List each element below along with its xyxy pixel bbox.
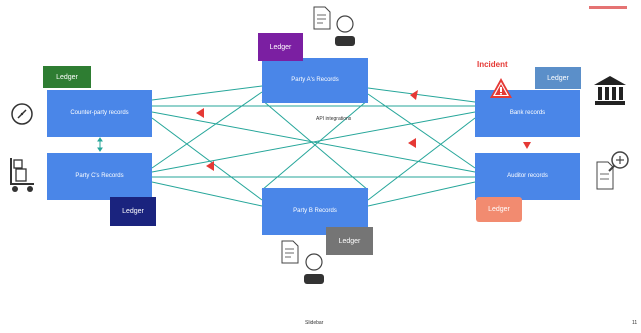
ledger-tag-party-c: Ledger: [110, 197, 156, 226]
compass-icon: [11, 103, 33, 125]
flow-arrow: [196, 108, 204, 118]
connection-line: [367, 181, 476, 207]
flow-arrow: [408, 138, 416, 148]
flow-arrow: [206, 161, 214, 171]
party-a-records-node[interactable]: Party A's Records: [262, 58, 368, 103]
ledger-tag-auditor: Ledger: [476, 197, 522, 222]
auditor-records-node[interactable]: Auditor records: [475, 153, 580, 200]
page-number: 11: [632, 320, 638, 326]
user-icon: [304, 253, 324, 284]
connection-line: [367, 87, 476, 103]
link-arrowhead: [97, 147, 103, 152]
ledger-tag-party-b: Ledger: [326, 227, 373, 255]
party-c-records-node[interactable]: Party C's Records: [47, 153, 152, 200]
magnify-document-icon: [596, 151, 629, 190]
flow-arrow: [410, 90, 418, 100]
flow-arrow: [523, 142, 531, 149]
ledger-tag-counterparty: Ledger: [43, 66, 91, 88]
footer-label: Slidebar: [305, 320, 324, 326]
connection-line: [151, 85, 263, 101]
connection-line: [367, 117, 476, 201]
bank-icon: [594, 76, 626, 105]
connection-line: [261, 99, 369, 191]
ledger-tag-party-a: Ledger: [258, 33, 303, 61]
connection-line: [151, 91, 263, 169]
link-arrowhead: [97, 137, 103, 142]
document-icon: [313, 6, 331, 30]
bank-records-node[interactable]: Bank records: [475, 90, 580, 137]
cart-icon: [10, 158, 34, 192]
connection-line: [151, 181, 263, 207]
incident-label: Incident: [477, 60, 508, 69]
warning-icon: [490, 78, 512, 98]
counterparty-records-node[interactable]: Counter-party records: [47, 90, 152, 137]
connection-line: [367, 93, 476, 169]
connection-line: [151, 111, 476, 173]
accent-bar: [589, 6, 627, 9]
document-icon: [281, 240, 299, 264]
api-integrations-label: API integrations: [316, 116, 352, 122]
user-icon: [335, 15, 355, 46]
ledger-tag-bank: Ledger: [535, 67, 581, 89]
connection-line: [151, 117, 263, 201]
